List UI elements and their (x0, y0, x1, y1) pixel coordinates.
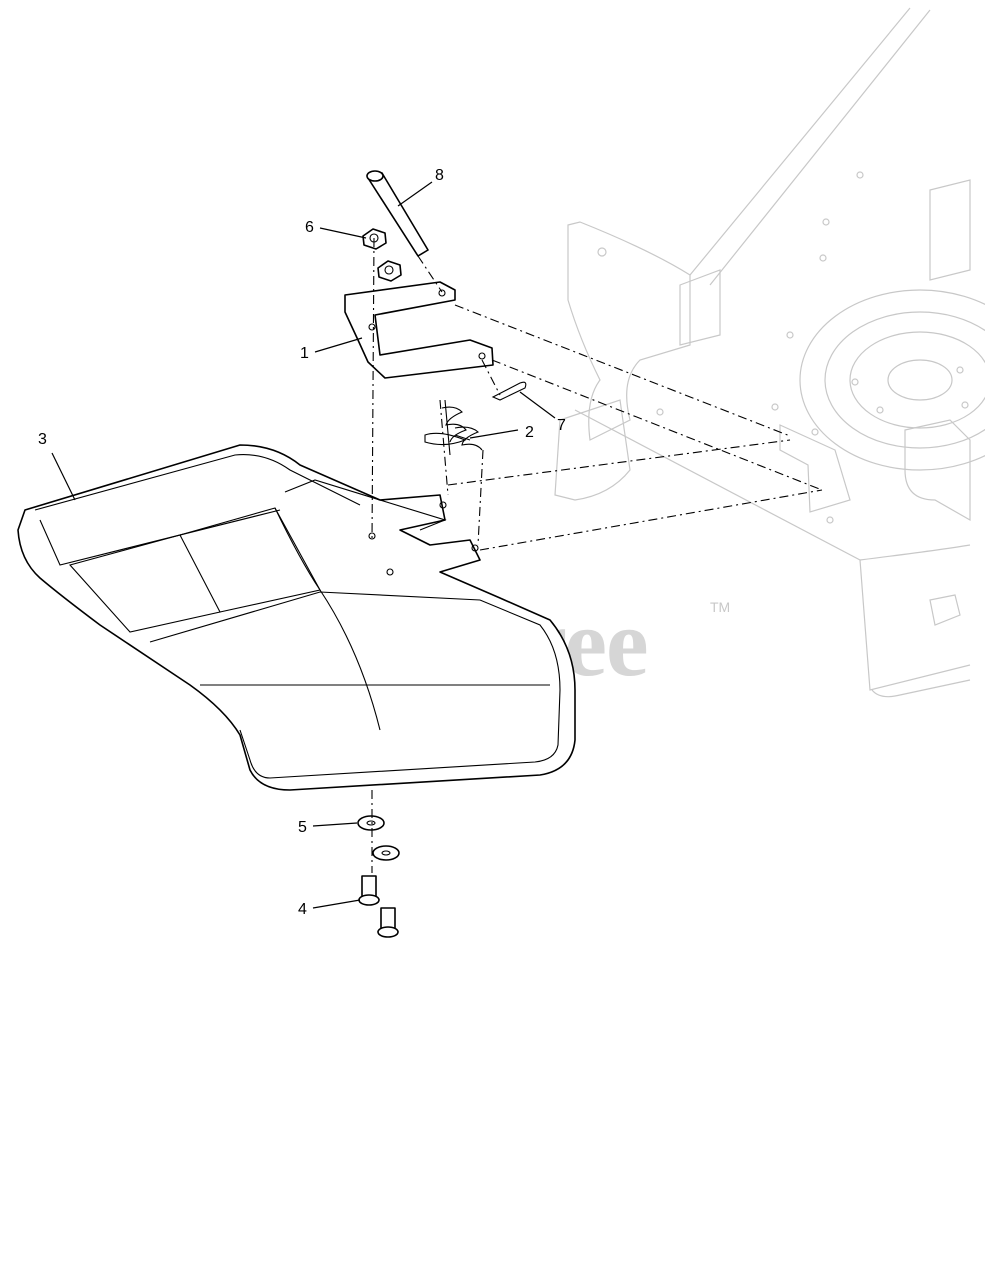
part-2-springs (424, 399, 483, 456)
part-1-bracket (344, 281, 494, 379)
mower-deck-background (554, 7, 985, 698)
callout-leaders (51, 181, 556, 909)
callout-5: 5 (298, 819, 307, 836)
callout-3: 3 (38, 431, 47, 448)
callout-8: 8 (435, 167, 444, 184)
watermark-trademark: TM (710, 599, 730, 615)
part-7-hairpin-clip (491, 381, 527, 401)
part-4-bolts (358, 875, 399, 938)
part-3-deflector (17, 444, 576, 791)
callout-1: 1 (300, 345, 309, 362)
callout-6: 6 (305, 219, 314, 236)
part-5-washers (357, 815, 400, 861)
callout-4: 4 (298, 901, 307, 918)
part-6-locknuts (362, 228, 402, 282)
assembly-lines (371, 237, 823, 873)
callouts: 1 2 3 4 5 6 7 8 (38, 167, 566, 918)
callout-2: 2 (525, 424, 534, 441)
callout-7: 7 (557, 417, 566, 434)
part-8-pin (366, 170, 429, 257)
